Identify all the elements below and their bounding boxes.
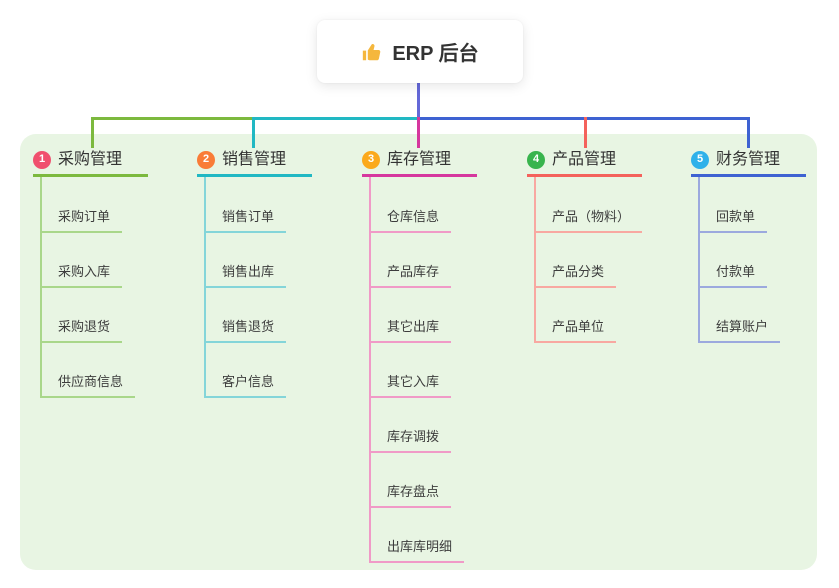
branch-item[interactable]: 库存调拨 <box>369 428 452 453</box>
branch-drop-line-2 <box>252 117 255 148</box>
branch-trunk-line-3 <box>369 176 371 563</box>
branch-drop-line-5 <box>747 117 750 148</box>
branch-item[interactable]: 付款单 <box>698 263 768 288</box>
branch-header-label: 库存管理 <box>387 151 452 168</box>
branch-item[interactable]: 结算账户 <box>698 318 781 343</box>
branch-trunk-line-4 <box>534 176 536 343</box>
bus-segment-1 <box>91 117 254 120</box>
branch-item[interactable]: 销售订单 <box>204 208 287 233</box>
branch-item[interactable]: 供应商信息 <box>40 373 136 398</box>
branch-header-label: 销售管理 <box>222 151 287 168</box>
branch-trunk-line-5 <box>698 176 700 343</box>
branch-item[interactable]: 产品库存 <box>369 263 452 288</box>
branch-item[interactable]: 回款单 <box>698 208 768 233</box>
branch-header-label: 财务管理 <box>716 151 781 168</box>
bus-segment-3 <box>417 117 750 120</box>
branch-item[interactable]: 销售出库 <box>204 263 287 288</box>
branch-item[interactable]: 其它入库 <box>369 373 452 398</box>
branch-item[interactable]: 采购退货 <box>40 318 123 343</box>
branch-item[interactable]: 出库库明细 <box>369 538 465 563</box>
root-connector-line <box>417 83 420 119</box>
branch-badge-4: 4 <box>527 150 545 169</box>
branch-header-label: 采购管理 <box>58 151 123 168</box>
branch-item[interactable]: 其它出库 <box>369 318 452 343</box>
branch-header-label: 产品管理 <box>552 151 617 168</box>
branch-header-5[interactable]: 5 财务管理 <box>691 149 806 177</box>
bus-segment-2 <box>252 117 419 120</box>
branch-badge-2: 2 <box>197 150 215 169</box>
branch-item[interactable]: 仓库信息 <box>369 208 452 233</box>
branch-item[interactable]: 销售退货 <box>204 318 287 343</box>
root-node-card[interactable]: ERP 后台 <box>317 20 523 83</box>
root-node-label: ERP 后台 <box>392 43 479 65</box>
branch-header-4[interactable]: 4 产品管理 <box>527 149 642 177</box>
thumbs-up-icon <box>363 43 381 60</box>
branch-header-1[interactable]: 1 采购管理 <box>33 149 148 177</box>
branch-badge-1: 1 <box>33 150 51 169</box>
branch-item[interactable]: 库存盘点 <box>369 483 452 508</box>
branch-header-3[interactable]: 3 库存管理 <box>362 149 477 177</box>
branch-item[interactable]: 产品单位 <box>534 318 617 343</box>
branch-item[interactable]: 采购订单 <box>40 208 123 233</box>
branch-header-2[interactable]: 2 销售管理 <box>197 149 312 177</box>
branch-drop-line-3 <box>417 117 420 148</box>
branch-badge-3: 3 <box>362 150 380 169</box>
branch-drop-line-4 <box>584 117 587 148</box>
branch-badge-5: 5 <box>691 150 709 169</box>
branch-item[interactable]: 采购入库 <box>40 263 123 288</box>
branch-item[interactable]: 产品（物料） <box>534 208 643 233</box>
mindmap-panel <box>20 134 817 570</box>
branch-drop-line-1 <box>91 117 94 148</box>
branch-item[interactable]: 产品分类 <box>534 263 617 288</box>
branch-item[interactable]: 客户信息 <box>204 373 287 398</box>
